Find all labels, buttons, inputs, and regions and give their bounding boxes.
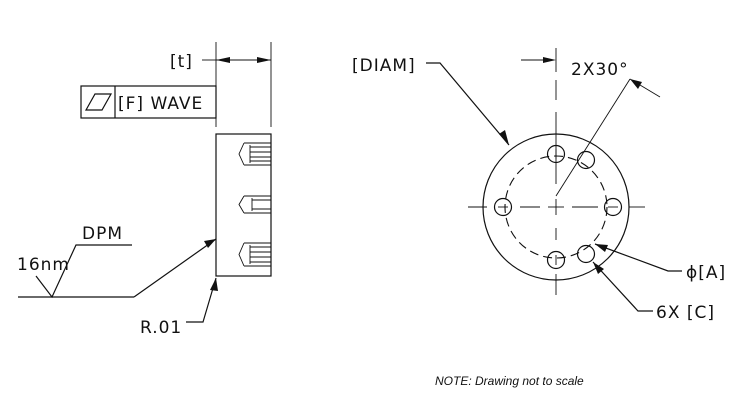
thickness-dimension	[202, 42, 272, 127]
threaded-hole-middle	[238, 195, 271, 214]
flatness-tolerance-label: [F] WAVE	[118, 94, 203, 114]
surface-finish-value: 16nm	[17, 255, 70, 275]
side-view: [t] [F] WAVE DPM 16nm R.01	[17, 42, 272, 338]
edge-radius-leader	[186, 277, 218, 323]
diameter-leader	[426, 62, 510, 146]
center-lines	[468, 48, 645, 295]
hole-count-leader	[592, 261, 653, 312]
thickness-label: [t]	[170, 52, 193, 72]
bolt-hole-left	[493, 197, 513, 217]
flatness-icon	[84, 93, 113, 111]
hole-center-marks	[498, 149, 618, 265]
bolt-hole-bottom-right	[576, 244, 596, 264]
surface-finish-method: DPM	[82, 224, 123, 244]
angle-label: 2X30°	[571, 60, 629, 80]
surface-finish-symbol	[18, 238, 217, 299]
angle-dimension	[521, 57, 661, 197]
hole-count-label: 6X [C]	[656, 303, 715, 323]
threaded-hole-top	[238, 142, 271, 166]
hole-diameter-label: ϕ[A]	[686, 263, 726, 283]
bolt-holes	[493, 144, 623, 270]
diameter-label: [DIAM]	[352, 56, 416, 76]
bolt-hole-right	[603, 197, 623, 217]
part-side-body	[215, 133, 272, 277]
scale-note: NOTE: Drawing not to scale	[435, 374, 584, 388]
threaded-hole-bottom	[238, 242, 271, 267]
hole-diameter-leader	[594, 243, 682, 272]
edge-radius-label: R.01	[140, 318, 182, 338]
flatness-control-frame	[80, 85, 217, 119]
front-view: 2X30° [DIAM] ϕ[A] 6X [C]	[352, 48, 726, 323]
bolt-hole-bottom	[546, 250, 566, 270]
bolt-hole-top	[546, 144, 566, 164]
bolt-hole-top-right	[576, 150, 596, 170]
